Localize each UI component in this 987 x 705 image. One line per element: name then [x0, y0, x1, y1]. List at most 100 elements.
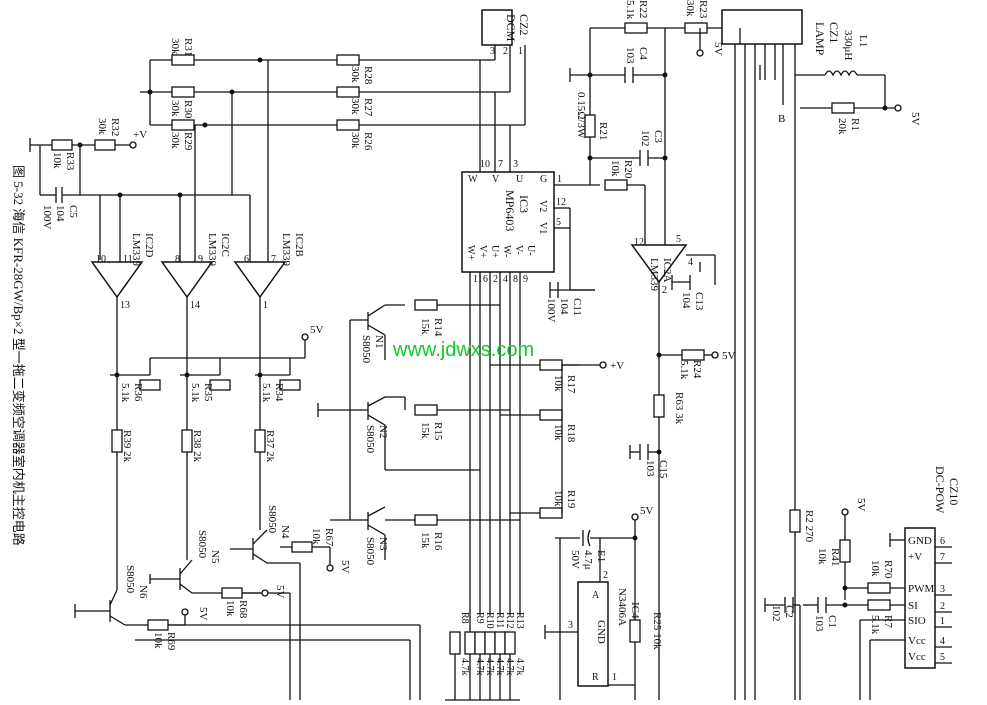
ic2c-pin-9: 9: [198, 254, 203, 265]
5v-label-r24: 5V: [722, 350, 736, 362]
r15-label: R15: [432, 422, 444, 441]
l1-inductor: [824, 70, 858, 77]
cz10-pin-number: 5: [940, 652, 945, 663]
c3-label: C3: [652, 130, 664, 143]
ic3-pin-1: 1: [557, 174, 562, 185]
ic2a-pin-2: 2: [662, 285, 667, 296]
r32-label: R32: [109, 118, 121, 136]
ic3-pin-w-minus: W-: [501, 245, 512, 257]
r63-label: R63 3k: [673, 392, 685, 425]
r18-label: R18: [565, 424, 577, 443]
cz2-pin-1: 1: [518, 46, 523, 57]
n2-label: N2: [377, 425, 389, 438]
r22-value: 5.1k: [624, 0, 636, 20]
r27-value: 30k: [349, 98, 361, 115]
r33-resistor: [51, 139, 73, 151]
c1-label: C1: [826, 615, 838, 628]
r30-label: R30: [182, 100, 194, 119]
ic2a-pin-4: 4: [688, 257, 693, 268]
r10-resistor: [474, 631, 486, 655]
r36-label: R36: [132, 383, 144, 402]
r15-resistor: [414, 404, 438, 416]
cz10-pin-number: 1: [940, 616, 945, 627]
c5-label: C5: [67, 205, 79, 218]
r31-resistor: [171, 54, 195, 66]
5v-label-r23: 5V: [712, 42, 724, 56]
ic2c-pin-14: 14: [190, 300, 200, 311]
c2-value: 102: [770, 605, 782, 622]
c15-label: C15: [657, 460, 669, 479]
cz1-name: LAMP: [813, 22, 827, 56]
n4-label: N4: [279, 525, 291, 539]
cz10-pin-number: 3: [940, 584, 945, 595]
5v-label-ic4: 5V: [640, 505, 654, 517]
ic3-pin-8: 8: [513, 274, 518, 285]
ic3-pin-w: W: [468, 174, 478, 185]
r36-value: 5.1k: [119, 383, 131, 403]
r35-resistor: [209, 379, 231, 391]
c2-label: C2: [783, 605, 795, 618]
r69-label: R69: [165, 632, 177, 651]
ic2b-pin-1: 1: [263, 300, 268, 311]
cz2-pin-3: 3: [490, 46, 495, 57]
r69-resistor: [147, 619, 169, 631]
ic4-pin-gnd: GND: [595, 620, 607, 644]
cz1-connector: [721, 9, 902, 700]
ic4-pin-2: 2: [603, 570, 608, 581]
ic2b-comparator: [233, 261, 287, 299]
r13-label: R13: [514, 612, 525, 629]
ic2d-part: LM339: [130, 233, 142, 267]
ic2c-pin-8: 8: [175, 254, 180, 265]
c11-value: 104: [558, 298, 570, 315]
n5-label: N5: [209, 550, 221, 564]
figure-caption: 图 5-32 海信 KFR-28GW/Bp×2 型一拖二变频空调器室内机主控电路: [11, 165, 26, 546]
ic2b-pin-6: 6: [244, 254, 249, 265]
5v-label-r1: 5V: [909, 112, 921, 126]
ic3-pin-12: 12: [556, 197, 566, 208]
c3-value: 102: [639, 130, 651, 147]
5v-label-r67: 5V: [339, 560, 351, 574]
r24-resistor: [681, 349, 705, 361]
ic2d-comparator: [90, 261, 144, 299]
r33-value: 10k: [51, 152, 63, 169]
r24-value: 5.1k: [678, 360, 690, 380]
r8-label: R8: [459, 612, 470, 624]
r67-label: R67: [323, 528, 335, 547]
r11-resistor: [484, 631, 496, 655]
r28-value: 30k: [349, 66, 361, 83]
plus-v-label-2: +V: [610, 360, 624, 372]
r7-resistor: [867, 599, 891, 611]
cz10-label: CZ10: [947, 478, 961, 505]
ic3-pin-u-minus: U-: [525, 245, 536, 256]
5v-label-r69: 5V: [197, 607, 209, 621]
ic3-pin-5: 5: [556, 217, 561, 228]
r24-label: R24: [691, 360, 703, 379]
r23-label: R23: [697, 0, 709, 19]
r10-value: 4.7k: [484, 658, 495, 676]
r17-resistor: [539, 359, 563, 371]
ic2c-label: IC2C: [219, 233, 231, 257]
cz10-pin-label: Vcc: [908, 635, 926, 647]
c15-value: 103: [644, 460, 656, 477]
cz10-pin-number: 6: [940, 536, 945, 547]
ic3-pin-9: 9: [523, 274, 528, 285]
n6-label: N6: [137, 585, 149, 599]
c13-label: C13: [693, 292, 705, 311]
r63-resistor: [653, 394, 665, 418]
r37-resistor: [254, 429, 266, 453]
r13-resistor: [504, 631, 516, 655]
cz2-pin-2: 2: [503, 46, 508, 57]
n5-part: S8050: [196, 530, 208, 559]
r28-label: R28: [362, 66, 374, 85]
cz10-pin-label: PWM: [908, 583, 935, 595]
ic4-pin-1: 1: [612, 672, 617, 683]
cz10-pin-label: SIO: [908, 615, 926, 627]
b-label: B: [778, 113, 785, 125]
c13-value: 104: [680, 292, 692, 309]
r2-label: R2 270: [803, 510, 815, 543]
r17-label: R17: [565, 375, 577, 394]
r16-label: R16: [432, 532, 444, 551]
current-sense: [569, 22, 740, 700]
r8-resistor: [449, 631, 461, 655]
ic3-pin-2: 2: [493, 274, 498, 285]
